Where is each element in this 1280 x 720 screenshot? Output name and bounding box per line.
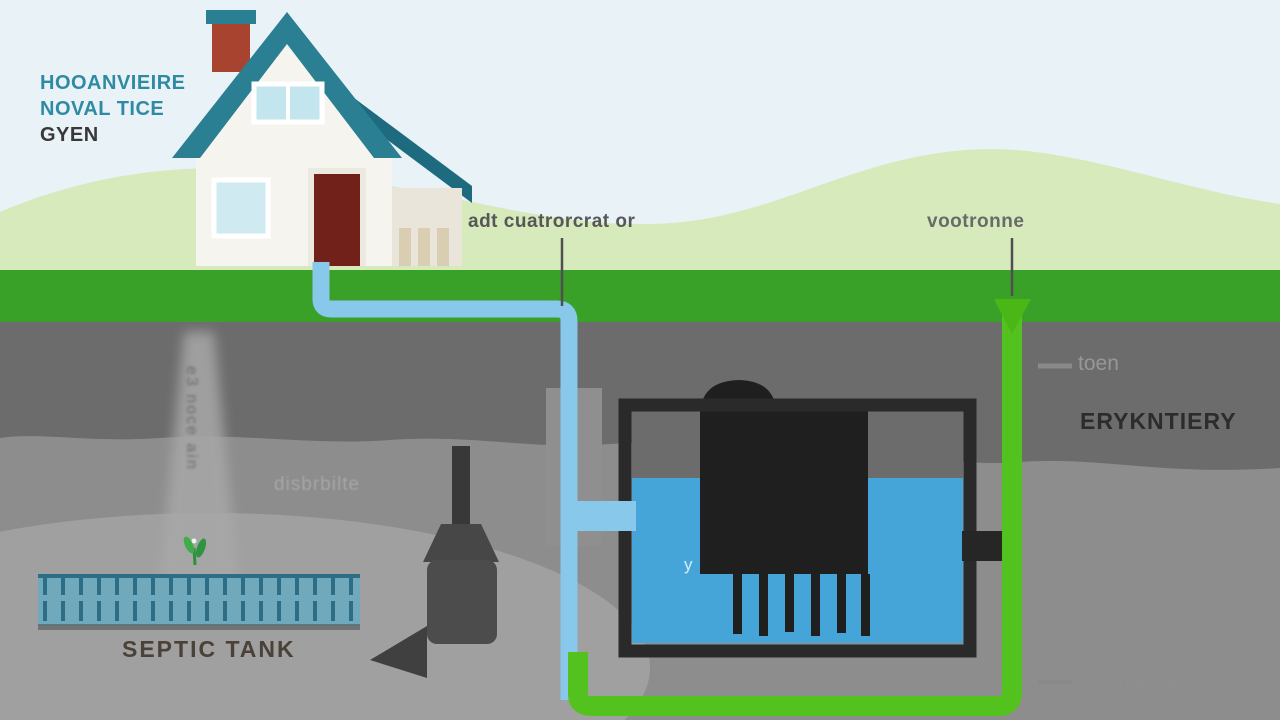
- pump-nozzle: [370, 626, 427, 678]
- drain-field: [38, 574, 360, 630]
- green-pipe-arrow: [994, 299, 1031, 334]
- inlet-pipe-label: adt cuatrorcrat or: [468, 211, 636, 232]
- house-label-line3: GYEN: [40, 124, 99, 146]
- porch-column: [418, 228, 430, 266]
- house-label-line1: HOOANVIEIRE: [40, 72, 186, 94]
- septic-tank: y: [618, 380, 1008, 658]
- column-vertical-label: e3 noce ain: [183, 366, 200, 471]
- vent-pipe-label: vootronne: [927, 211, 1025, 232]
- house-label: HOOANVIEIRE NOVAL TICE GYEN: [40, 70, 186, 148]
- drainfield-label: SEPTIC TANK: [122, 636, 296, 662]
- baffle-tooth: [861, 574, 870, 636]
- drain-field-shadow: [38, 624, 360, 630]
- plant-highlight: [191, 538, 197, 544]
- right-main-label: ERYKNTIERY: [1080, 408, 1237, 434]
- porch-column: [437, 228, 449, 266]
- baffle-tooth: [811, 574, 820, 636]
- pump-stem: [452, 446, 470, 530]
- plant-marker: [183, 536, 207, 566]
- drain-field-bed: [38, 574, 360, 626]
- right-top-label: toen: [1078, 352, 1119, 375]
- pump-bell: [423, 524, 499, 562]
- outlet-pipe-green: [568, 312, 1022, 716]
- chimney: [212, 18, 250, 72]
- baffle-tooth: [733, 574, 742, 634]
- plant-leaf: [195, 538, 207, 558]
- plant-leaf: [183, 536, 195, 554]
- right-bottom-label: ibenonaint ame: [1078, 671, 1195, 690]
- pump-unit: [370, 446, 499, 678]
- left-window: [211, 177, 271, 239]
- main-roof: [172, 12, 402, 158]
- grass: [0, 270, 1280, 322]
- pump-body: [427, 560, 497, 644]
- sludge-mass: [700, 380, 868, 574]
- chimney-cap: [206, 10, 256, 24]
- tank-outlet: [962, 531, 1008, 561]
- porch-column: [399, 228, 411, 266]
- soil-mid-label: disbrbilte: [274, 474, 361, 495]
- baffle-tooth: [759, 574, 768, 636]
- inlet-pipe-blue: [312, 262, 578, 700]
- door: [314, 174, 360, 266]
- drain-field-top-edge: [38, 574, 360, 578]
- house-label-line2: NOVAL TICE: [40, 98, 165, 120]
- water-mark: y: [684, 555, 693, 574]
- house: [172, 10, 472, 266]
- porch-roof: [330, 80, 472, 203]
- distribution-column: [158, 332, 240, 598]
- baffle-tooth: [785, 574, 794, 632]
- baffle-tooth: [837, 574, 846, 633]
